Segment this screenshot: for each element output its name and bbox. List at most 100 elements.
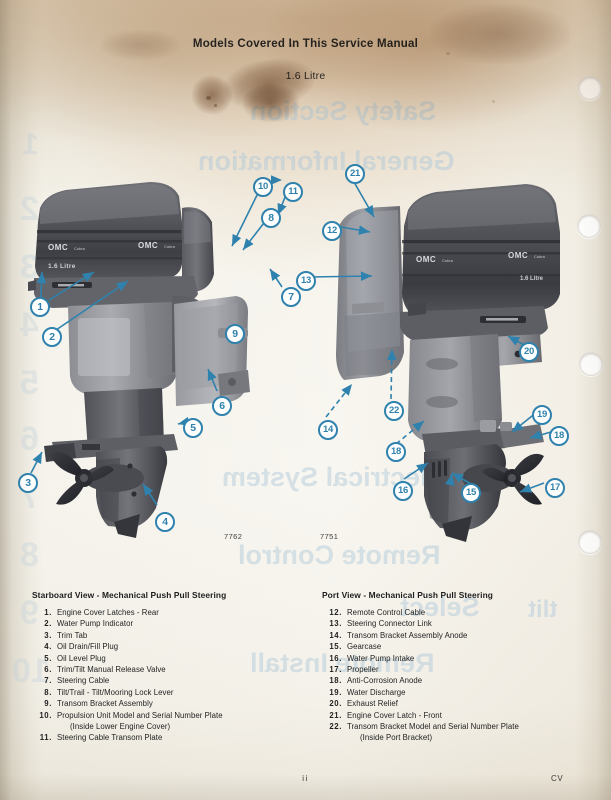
- legend-item: 7.Steering Cable: [32, 675, 294, 686]
- legend-item-number: 3.: [44, 630, 52, 640]
- footer-code: CV: [551, 774, 564, 783]
- legend-item-label: Water Pump Intake: [347, 653, 415, 663]
- figure-caption-right: 7751: [320, 532, 339, 541]
- callout-13[interactable]: 13: [296, 271, 316, 291]
- legend-item: 9. Transom Bracket Assembly: [32, 698, 294, 709]
- legend-item: 6. Trim/Tilt Manual Release Valve: [32, 664, 294, 675]
- legend-item-subnote: (Inside Lower Engine Cover): [70, 722, 171, 732]
- callout-15[interactable]: 15: [461, 483, 481, 503]
- legend-item-label: Steering Cable: [57, 676, 110, 686]
- legend-item-subnote: (Inside Port Bracket): [360, 733, 433, 743]
- legend-item-number: 14.: [329, 630, 342, 640]
- legend-item-label: Oil Level Plug: [57, 653, 106, 663]
- page-subtitle: 1.6 Litre: [285, 70, 326, 82]
- legend-item-label: Anti-Corrosion Anode: [347, 676, 423, 686]
- legend-list: 1. Engine Cover Latches - Rear 2. Water Pu…: [32, 607, 294, 744]
- legend-item-label: Trim/Tilt Manual Release Valve: [57, 665, 166, 675]
- legend-item-number: 22.: [329, 722, 342, 732]
- legend-item-number: 5.: [44, 653, 52, 663]
- legend-item-number: 2.: [44, 619, 52, 629]
- legend-item-number: 16.: [329, 653, 342, 663]
- legend-port: Port View - Mechanical Push Pull Steerin…: [322, 590, 584, 744]
- svg-text:Cobra: Cobra: [74, 246, 86, 251]
- legend-item-number: 21.: [329, 710, 342, 720]
- legend-item-label: Engine Cover Latch - Front: [347, 710, 442, 720]
- legend-item-label: Water Pump Indicator: [57, 619, 134, 629]
- svg-text:1.6 Litre: 1.6 Litre: [520, 276, 544, 282]
- callout-8[interactable]: 8: [261, 208, 281, 228]
- callout-21[interactable]: 21: [345, 164, 365, 184]
- callout-6[interactable]: 6: [212, 396, 232, 416]
- page-number: ii: [302, 774, 309, 783]
- legend-item-number: 9.: [44, 699, 52, 709]
- legend-heading: Starboard View - Mechanical Push Pull St…: [32, 590, 227, 600]
- legend-item-number: 10.: [39, 710, 52, 720]
- legend-item-number: 19.: [329, 687, 342, 697]
- legend-item: 16. Water Pump Intake: [322, 653, 584, 664]
- legend-item: 4. Oil Drain/Fill Plug: [32, 641, 294, 652]
- legend-item: 8. Tilt/Trail - Tilt/Mooring Lock Lever: [32, 687, 294, 698]
- legend-item: 1. Engine Cover Latches - Rear: [32, 607, 294, 618]
- svg-text:OMC: OMC: [508, 251, 528, 260]
- legend-item-label: Propulsion Unit Model and Serial Number …: [57, 710, 223, 720]
- callout-5[interactable]: 5: [183, 418, 203, 438]
- legend-starboard: Starboard View - Mechanical Push Pull St…: [32, 590, 294, 744]
- callout-20[interactable]: 20: [519, 342, 539, 362]
- legend-item: 15.Gearcase: [322, 641, 584, 652]
- legend-item: 2. Water Pump Indicator: [32, 618, 294, 629]
- legend-item-number: 13.: [329, 619, 342, 629]
- page-title: Models Covered In This Service Manual: [192, 38, 419, 50]
- callout-1[interactable]: 1: [30, 297, 50, 317]
- legend-item-label: Transom Bracket Assembly: [57, 699, 153, 709]
- callout-14[interactable]: 14: [318, 420, 338, 440]
- legend-item-label: Oil Drain/Fill Plug: [57, 642, 119, 652]
- callout-18[interactable]: 18: [386, 442, 406, 462]
- legend-item-number: 20.: [329, 699, 342, 709]
- legend-item-label: Tilt/Trail - Tilt/Mooring Lock Lever: [57, 687, 174, 697]
- callout-22[interactable]: 22: [384, 401, 404, 421]
- propeller-left: [50, 452, 114, 505]
- svg-text:1.6 Litre: 1.6 Litre: [48, 263, 76, 270]
- legend-item-label: Transom Bracket Model and Serial Number …: [347, 722, 519, 732]
- legend-item-number: 8.: [44, 687, 52, 697]
- callout-19[interactable]: 19: [532, 405, 552, 425]
- legend-item: 18. Anti-Corrosion Anode: [322, 675, 584, 686]
- callout-2[interactable]: 2: [42, 327, 62, 347]
- legend-item-label: Transom Bracket Assembly Anode: [347, 630, 468, 640]
- svg-text:Cobra: Cobra: [442, 258, 454, 263]
- callout-10[interactable]: 10: [253, 177, 273, 197]
- callout-11[interactable]: 11: [283, 182, 303, 202]
- legend-item-number: 17.: [329, 665, 342, 675]
- callout-3[interactable]: 3: [18, 473, 38, 493]
- svg-text:OMC: OMC: [48, 243, 68, 252]
- legend-item: 5. Oil Level Plug: [32, 653, 294, 664]
- legend-item-label: Trim Tab: [57, 630, 88, 640]
- legend-item: 11.Steering Cable Transom Plate: [32, 732, 294, 743]
- legend-item-label: Water Discharge: [347, 687, 406, 697]
- callout-16[interactable]: 16: [393, 481, 413, 501]
- figure-caption-left: 7762: [224, 532, 243, 541]
- legend-item-number: 4.: [44, 642, 52, 652]
- callout-9[interactable]: 9: [225, 324, 245, 344]
- callout-4[interactable]: 4: [155, 512, 175, 532]
- callout-17[interactable]: 17: [545, 478, 565, 498]
- legend-item: 3. Trim Tab: [32, 630, 294, 641]
- legend-item-number: 18.: [329, 676, 342, 686]
- legend-item-number: 1.: [44, 608, 52, 617]
- legend-item-number: 6.: [44, 665, 52, 675]
- legend-item: 10. Propulsion Unit Model and Serial Numb…: [32, 710, 294, 721]
- legend-item-label: Engine Cover Latches - Rear: [57, 608, 159, 617]
- legend-item: 12.Remote Control Cable: [322, 607, 584, 618]
- callout-12[interactable]: 12: [322, 221, 342, 241]
- legend-item: 17.Propeller: [322, 664, 584, 675]
- legend-item: 14. Transom Bracket Assembly Anode: [322, 630, 584, 641]
- figure-starboard-view: OMC Cobra OMC Cobra 1.6 Litre: [28, 182, 250, 538]
- callout-7[interactable]: 7: [281, 287, 301, 307]
- svg-text:Cobra: Cobra: [534, 254, 546, 259]
- legend-item: 19. Water Discharge: [322, 687, 584, 698]
- legend-item-number: 11.: [39, 733, 52, 743]
- legend-item-number: 15.: [329, 642, 342, 652]
- legend-heading: Port View - Mechanical Push Pull Steerin…: [322, 590, 494, 600]
- callout-18-alt[interactable]: 18: [549, 426, 569, 446]
- figure-port-view: OMC Cobra OMC Cobra 1.6 Litre: [336, 184, 560, 542]
